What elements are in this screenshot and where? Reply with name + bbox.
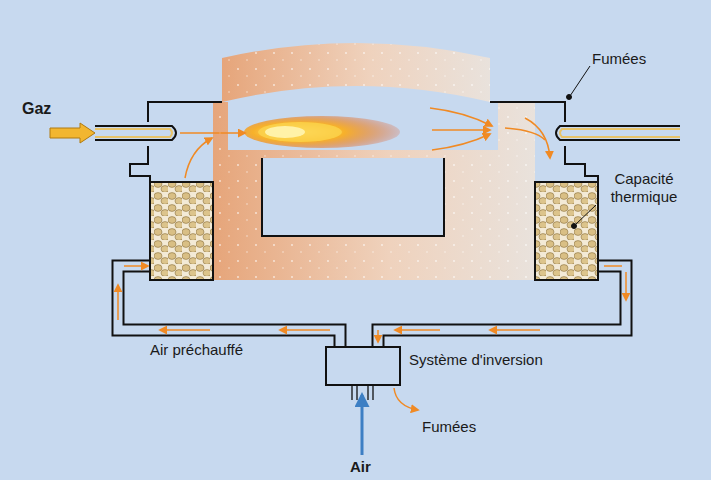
gas-label: Gaz: [22, 99, 51, 118]
flue-gas-label: Fumées: [592, 50, 646, 68]
preheated-air-label: Air préchauffé: [150, 341, 243, 359]
inversion-box: Système d'inversion: [325, 346, 401, 386]
box-heading: Système d'inversion: [409, 351, 543, 368]
heat-capacity-label: Capacité thermique: [596, 170, 692, 206]
air-label: Air: [350, 458, 371, 476]
flue-gas-outlet-label: Fumées: [422, 418, 476, 436]
